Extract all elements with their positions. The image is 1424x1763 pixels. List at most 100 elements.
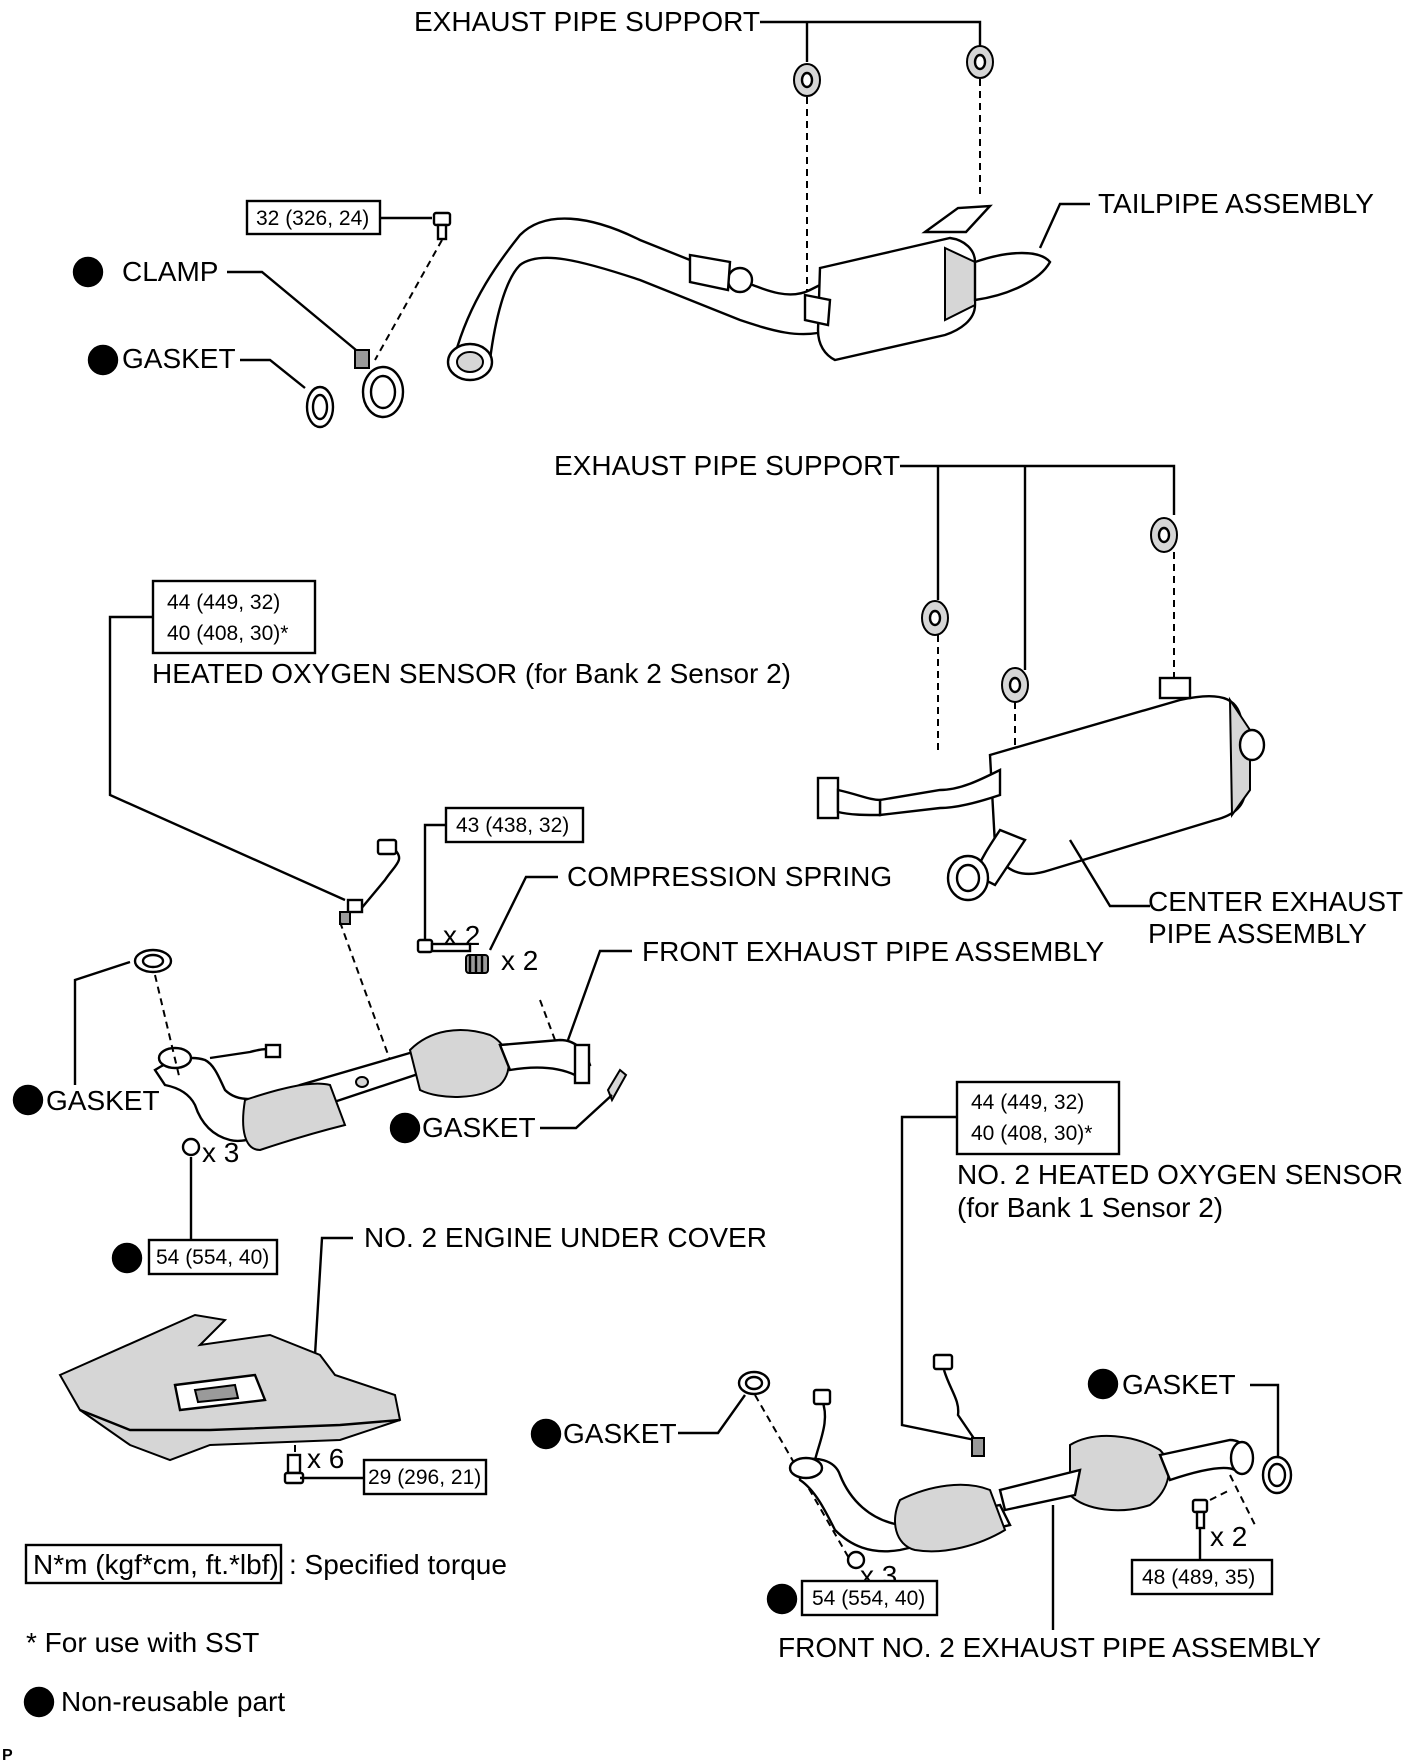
- label-compression-spring: COMPRESSION SPRING: [567, 861, 892, 892]
- torque-under-cover-bolt: 29 (296, 21): [368, 1466, 481, 1489]
- guide-line: [754, 1394, 851, 1561]
- label-front-no2-exhaust-pipe-assembly: FRONT NO. 2 EXHAUST PIPE ASSEMBLY: [778, 1632, 1321, 1663]
- label-front-exhaust-pipe-assembly: FRONT EXHAUST PIPE ASSEMBLY: [642, 936, 1104, 967]
- leader-front-exhaust: [566, 949, 632, 1041]
- label-gasket-right: GASKET: [1122, 1369, 1236, 1400]
- leader-support-mid: [900, 464, 1176, 515]
- leader-gasket-right: [1250, 1383, 1280, 1460]
- leader-sensor-b2s2: [108, 615, 346, 902]
- label-clamp: CLAMP: [122, 256, 218, 287]
- legend-torque-box: [24, 1543, 283, 1585]
- guide-line: [154, 974, 181, 1081]
- label-exhaust-pipe-support-mid: EXHAUST PIPE SUPPORT: [554, 450, 900, 481]
- bolt-icon: [1191, 1498, 1209, 1530]
- label-gasket-top: GASKET: [122, 343, 236, 374]
- label-no2-heated-oxygen-sensor-line2: (for Bank 1 Sensor 2): [957, 1192, 1223, 1223]
- center-exhaust-pipe-drawing: [816, 676, 1266, 902]
- engine-under-cover-drawing: [58, 1313, 402, 1462]
- torque-spring-bolt: 43 (438, 32): [456, 814, 569, 837]
- non-reusable-icon: [766, 1583, 798, 1615]
- exhaust-hanger-icon: [921, 600, 949, 636]
- label-heated-oxygen-sensor: HEATED OXYGEN SENSOR (for Bank 2 Sensor …: [152, 658, 791, 689]
- qty-front-no2-bolt: x 2: [1210, 1521, 1247, 1552]
- non-reusable-icon: [12, 1084, 44, 1116]
- legend-torque-desc: : Specified torque: [289, 1549, 507, 1580]
- leader-center-exhaust: [1068, 839, 1150, 908]
- legend-torque-unit: N*m (kgf*cm, ft.*lbf): [33, 1549, 279, 1580]
- gasket-drawing: [737, 1370, 771, 1396]
- torque-box: [362, 1458, 488, 1496]
- label-exhaust-pipe-support-top: EXHAUST PIPE SUPPORT: [414, 6, 760, 37]
- exhaust-hanger-icon: [1001, 667, 1029, 703]
- label-gasket-center: GASKET: [422, 1112, 536, 1143]
- leader-under-cover: [313, 1236, 353, 1356]
- nut-icon: [846, 1550, 866, 1570]
- torque-box: [800, 1579, 939, 1617]
- clamp-drawing: [354, 349, 405, 419]
- label-gasket-lower-left: GASKET: [563, 1418, 677, 1449]
- label-center-exhaust-line1: CENTER EXHAUST: [1148, 886, 1403, 917]
- leader-tailpipe: [1038, 202, 1090, 249]
- label-center-exhaust-line2: PIPE ASSEMBLY: [1148, 918, 1367, 949]
- leader-gasket-lower-left: [678, 1394, 746, 1435]
- oxygen-sensor-drawing: [339, 838, 401, 925]
- guide-line: [1209, 1489, 1231, 1501]
- oxygen-sensor-drawing: [932, 1353, 985, 1457]
- label-tailpipe-assembly: TAILPIPE ASSEMBLY: [1098, 188, 1374, 219]
- non-reusable-icon: [72, 256, 104, 288]
- label-gasket-left: GASKET: [46, 1085, 160, 1116]
- legend-non-reusable: Non-reusable part: [61, 1686, 285, 1717]
- torque-front-no2-nut: 54 (554, 40): [812, 1587, 925, 1610]
- leader-clamp: [227, 270, 363, 356]
- torque-sensor-b2s2-line2: 40 (408, 30)*: [167, 622, 288, 645]
- guide-line: [539, 999, 556, 1041]
- qty-under-cover-bolt: x 6: [307, 1443, 344, 1474]
- leader-gasket-top: [240, 358, 306, 389]
- torque-clamp-bolt: 32 (326, 24): [256, 207, 369, 230]
- legend-sst-note: * For use with SST: [26, 1627, 259, 1658]
- torque-box: [151, 579, 317, 655]
- non-reusable-icon: [1087, 1368, 1119, 1400]
- nut-icon: [181, 1137, 201, 1157]
- leader-spring-bolt: [423, 823, 446, 940]
- torque-front-no2-bolt: 48 (489, 35): [1142, 1566, 1255, 1589]
- non-reusable-icon: [530, 1418, 562, 1450]
- leader-spring: [488, 875, 558, 951]
- gasket-drawing: [133, 948, 173, 974]
- compression-spring-drawing: [465, 954, 489, 974]
- guide-line: [1229, 1474, 1256, 1526]
- torque-box: [147, 1238, 279, 1276]
- torque-box: [955, 1080, 1121, 1156]
- bolt-icon: [416, 938, 472, 954]
- torque-sensor-b1s2-line1: 44 (449, 32): [971, 1091, 1084, 1114]
- non-reusable-icon: [23, 1686, 55, 1718]
- front-no2-exhaust-pipe-drawing: [788, 1388, 1255, 1553]
- corner-mark: P: [2, 1747, 13, 1763]
- non-reusable-icon: [389, 1112, 421, 1144]
- gasket-drawing: [1261, 1455, 1293, 1495]
- torque-sensor-b1s2-line2: 40 (408, 30)*: [971, 1122, 1092, 1145]
- exhaust-hanger-icon: [966, 45, 994, 79]
- exhaust-hanger-icon: [793, 63, 821, 97]
- gasket-drawing: [305, 385, 335, 429]
- non-reusable-icon: [111, 1242, 143, 1274]
- leader-gasket-left: [73, 960, 131, 1085]
- tailpipe-assembly-drawing: [446, 204, 1052, 382]
- qty-spring-bolt: x 2: [443, 920, 480, 951]
- leader-gasket-center: [540, 1094, 613, 1130]
- exhaust-hanger-icon: [1150, 517, 1178, 553]
- front-exhaust-pipe-drawing: [153, 1029, 592, 1152]
- non-reusable-icon: [87, 344, 119, 376]
- leader-sensor-b1s2: [900, 1115, 976, 1442]
- qty-spring: x 2: [501, 945, 538, 976]
- bolt-icon: [432, 211, 452, 241]
- label-no2-engine-under-cover: NO. 2 ENGINE UNDER COVER: [364, 1222, 767, 1253]
- label-no2-heated-oxygen-sensor-line1: NO. 2 HEATED OXYGEN SENSOR: [957, 1159, 1403, 1190]
- torque-box: [1130, 1558, 1274, 1596]
- torque-box: [245, 199, 382, 236]
- torque-front-pipe-nut: 54 (554, 40): [156, 1246, 269, 1269]
- guide-line: [374, 239, 443, 361]
- qty-front-pipe-nut: x 3: [202, 1137, 239, 1168]
- guide-line: [339, 921, 391, 1061]
